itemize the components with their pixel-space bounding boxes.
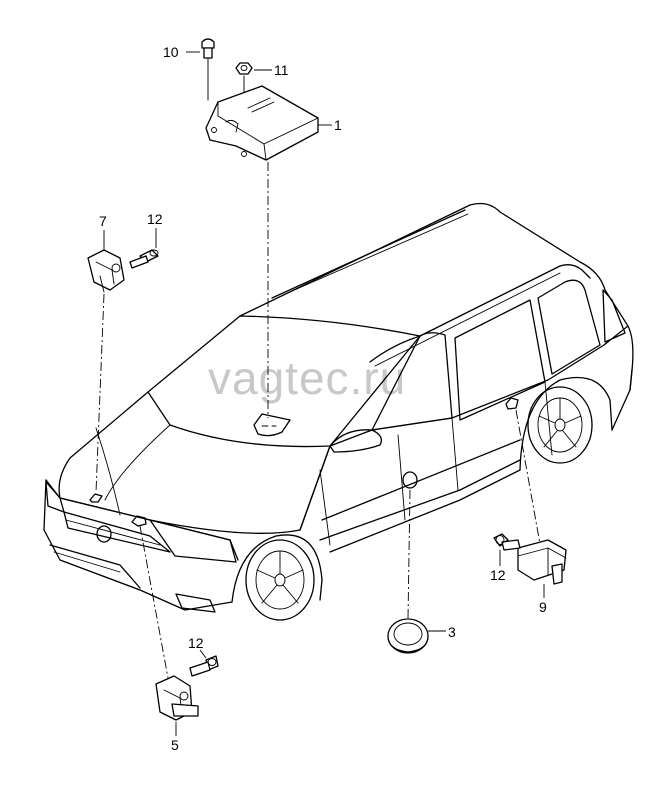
callout-12-lower: 12 xyxy=(188,635,204,651)
connection-lines xyxy=(95,162,541,679)
watermark: vagtec.ru xyxy=(208,352,406,404)
callout-9: 9 xyxy=(539,599,547,615)
callout-11: 11 xyxy=(274,62,289,78)
front-left-sensor-mark xyxy=(89,493,103,503)
callout-7: 7 xyxy=(99,213,107,229)
callout-12-rear: 12 xyxy=(490,567,506,583)
rear-sensor-mark xyxy=(505,397,519,410)
stud-part xyxy=(201,38,215,101)
bolt-upper xyxy=(129,249,159,269)
airbag-control-unit xyxy=(205,85,319,161)
front-right-sensor-mark xyxy=(131,515,147,527)
callout-3: 3 xyxy=(448,624,456,640)
leader-lines xyxy=(103,51,545,736)
front-sensor-lower xyxy=(155,675,199,721)
round-cover xyxy=(387,618,429,654)
callout-12-upper: 12 xyxy=(147,211,163,227)
bolt-lower xyxy=(189,655,219,677)
door-sensor-mark xyxy=(402,471,418,489)
callout-1: 1 xyxy=(334,117,342,133)
bolt-rear xyxy=(493,533,521,551)
car-illustration xyxy=(43,202,634,621)
callout-numbers: 10 11 1 7 12 3 12 5 12 9 xyxy=(99,44,547,753)
callout-5: 5 xyxy=(171,737,179,753)
nut-part xyxy=(235,62,253,93)
callout-10: 10 xyxy=(163,44,179,60)
rear-side-sensor xyxy=(517,539,567,585)
front-sensor-upper xyxy=(87,249,125,293)
